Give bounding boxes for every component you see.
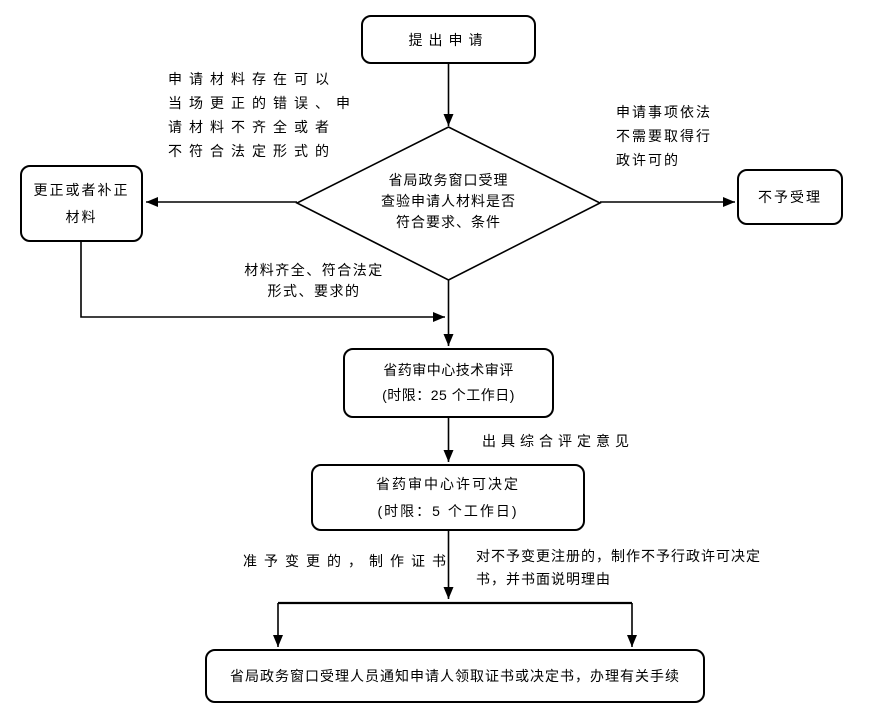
decision-line-3: 符合要求、条件 bbox=[396, 214, 501, 230]
node-correct-line-1: 更正或者补正 bbox=[33, 181, 130, 198]
node-decision-label: 省局政务窗口受理 查验申请人材料是否 符合要求、条件 bbox=[338, 170, 559, 233]
node-tech-review: 省药审中心技术审评 (时限：25 个工作日) bbox=[343, 348, 554, 418]
node-reject: 不予受理 bbox=[737, 169, 843, 225]
annotation-issue-opinion-line-1: 出具综合评定意见 bbox=[482, 433, 634, 449]
node-correct: 更正或者补正 材料 bbox=[20, 165, 143, 242]
annotation-correctable-error: 申请材料存在可以 当场更正的错误、申 请材料不齐全或者 不符合法定形式的 bbox=[168, 67, 357, 163]
annotation-correctable-error-line-3: 请材料不齐全或者 bbox=[168, 119, 336, 135]
node-start-label: 提出申请 bbox=[408, 31, 489, 48]
node-reject-label: 不予受理 bbox=[758, 189, 822, 205]
annotation-correctable-error-line-2: 当场更正的错误、申 bbox=[168, 95, 357, 111]
node-correct-line-2: 材料 bbox=[65, 208, 98, 225]
annotation-correctable-error-line-1: 申请材料存在可以 bbox=[168, 71, 336, 87]
node-tech-review-line-1: 省药审中心技术审评 bbox=[383, 362, 514, 378]
annotation-materials-complete-line-2: 形式、要求的 bbox=[267, 283, 361, 299]
annotation-issue-opinion: 出具综合评定意见 bbox=[482, 431, 634, 451]
node-license-decision-line-1: 省药审中心许可决定 bbox=[376, 475, 520, 492]
annotation-no-license-needed-line-1: 申请事项依法 bbox=[616, 104, 712, 120]
annotation-deny-change: 对不予变更注册的，制作不予行政许可决定 书，并书面说明理由 bbox=[476, 545, 761, 591]
node-start: 提出申请 bbox=[361, 15, 536, 64]
annotation-materials-complete-line-1: 材料齐全、符合法定 bbox=[244, 262, 384, 278]
annotation-approve-change-line-1: 准予变更的，制作证书 bbox=[243, 553, 453, 569]
annotation-no-license-needed: 申请事项依法 不需要取得行 政许可的 bbox=[616, 100, 712, 172]
node-license-decision: 省药审中心许可决定 (时限：5 个工作日) bbox=[311, 464, 585, 531]
node-tech-review-line-2: (时限：25 个工作日) bbox=[382, 387, 515, 403]
decision-line-1: 省局政务窗口受理 bbox=[388, 172, 509, 188]
annotation-deny-change-line-1: 对不予变更注册的，制作不予行政许可决定 bbox=[476, 548, 761, 564]
decision-line-2: 查验申请人材料是否 bbox=[381, 193, 516, 209]
annotation-correctable-error-line-4: 不符合法定形式的 bbox=[168, 143, 336, 159]
node-notify-label: 省局政务窗口受理人员通知申请人领取证书或决定书，办理有关手续 bbox=[230, 668, 680, 684]
annotation-deny-change-line-2: 书，并书面说明理由 bbox=[476, 571, 611, 587]
annotation-no-license-needed-line-2: 不需要取得行 bbox=[616, 128, 712, 144]
connector-correct-rejoin bbox=[80, 242, 445, 322]
node-notify: 省局政务窗口受理人员通知申请人领取证书或决定书，办理有关手续 bbox=[205, 649, 705, 703]
annotation-materials-complete: 材料齐全、符合法定 形式、要求的 bbox=[224, 260, 404, 302]
annotation-approve-change: 准予变更的，制作证书 bbox=[243, 551, 453, 571]
annotation-no-license-needed-line-3: 政许可的 bbox=[616, 152, 680, 168]
node-license-decision-line-2: (时限：5 个工作日) bbox=[377, 502, 519, 519]
